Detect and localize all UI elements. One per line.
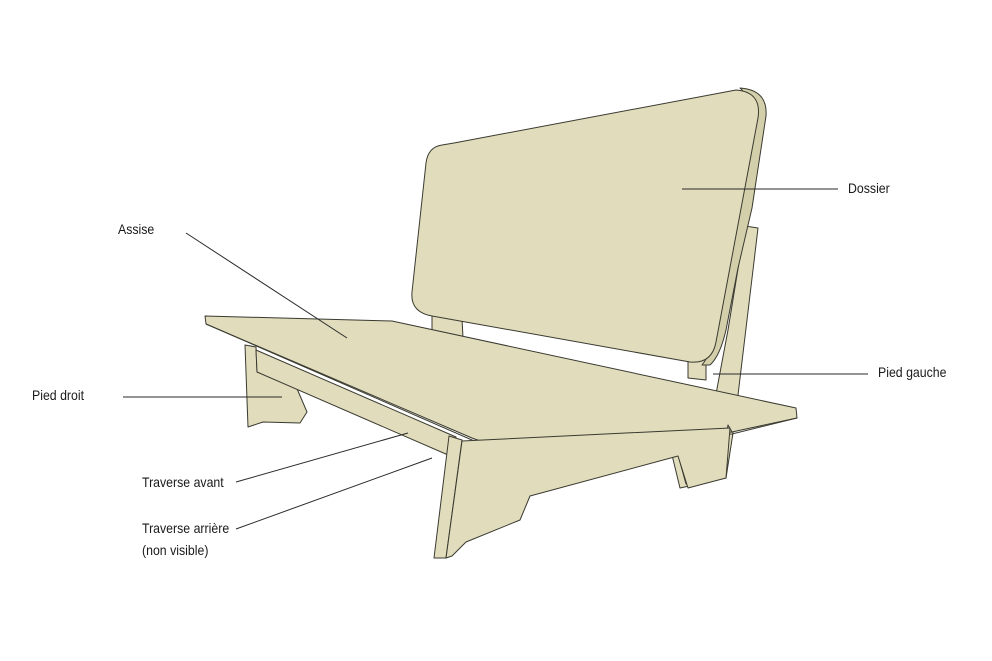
label-traverse-arriere: Traverse arrière (142, 520, 230, 536)
dossier-shape (411, 89, 760, 363)
label-traverse-avant: Traverse avant (142, 474, 224, 490)
label-dossier: Dossier (848, 180, 890, 196)
label-pied-droit: Pied droit (32, 387, 85, 403)
leader-traverse-avant (235, 432, 409, 483)
pied-front-foot (445, 427, 731, 559)
label-pied-gauche: Pied gauche (878, 364, 947, 380)
label-traverse-arriere-note: (non visible) (142, 542, 209, 558)
pied-gauche-back-shape (671, 225, 759, 489)
leader-assise (185, 232, 348, 339)
leader-traverse-arriere (235, 457, 433, 530)
label-assise: Assise (118, 221, 155, 237)
